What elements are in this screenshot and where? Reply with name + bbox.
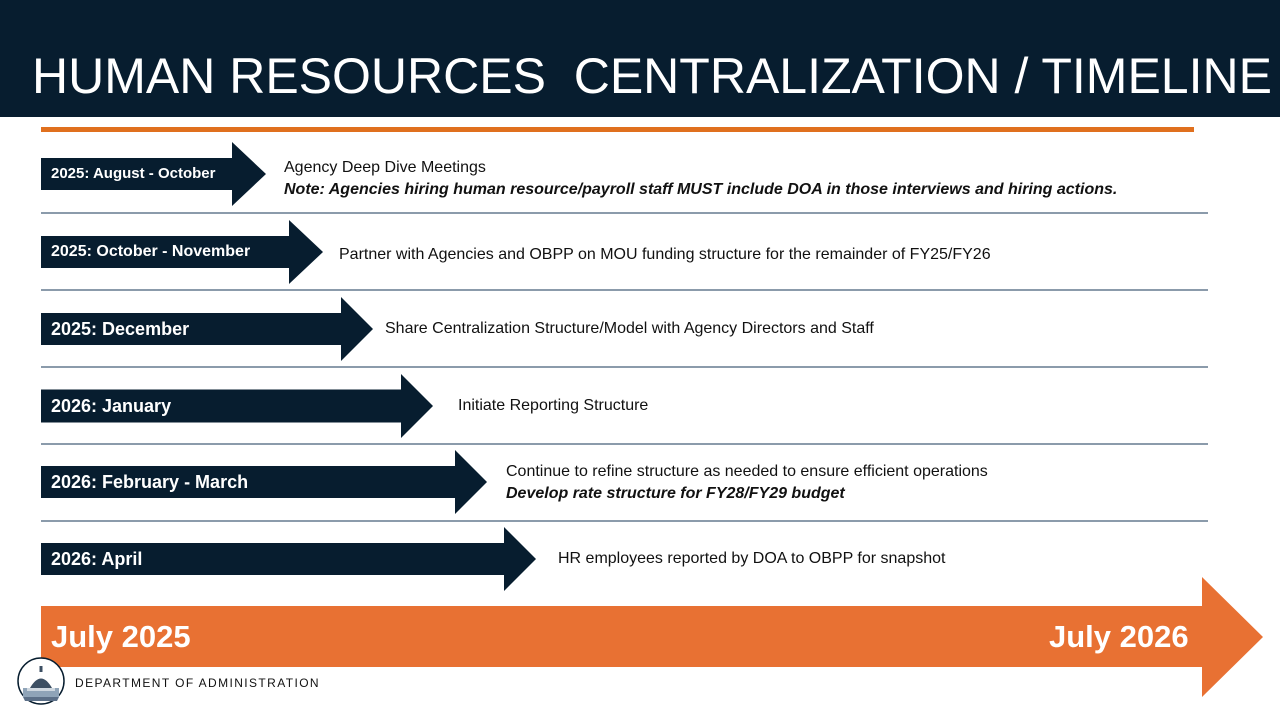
- page-title: HUMAN RESOURCES CENTRALIZATION / TIMELIN…: [32, 48, 1272, 104]
- milestone-period: 2026: April: [51, 548, 143, 569]
- timeline-end-label: July 2026: [1049, 619, 1189, 654]
- milestone-description: Agency Deep Dive Meetings: [284, 159, 486, 176]
- milestone-description-block: Partner with Agencies and OBPP on MOU fu…: [339, 244, 991, 266]
- milestone-description: Continue to refine structure as needed t…: [506, 463, 988, 480]
- milestone-period: 2026: February - March: [51, 471, 249, 492]
- milestone-arrow: 2025: December: [41, 297, 373, 361]
- row-divider: [41, 366, 1208, 368]
- row-divider: [41, 289, 1208, 291]
- row-divider: [41, 520, 1208, 522]
- milestone-description-block: Initiate Reporting Structure: [458, 395, 648, 417]
- milestone-arrow: 2026: February - March: [41, 450, 487, 514]
- milestone-arrow: 2026: April: [41, 527, 536, 591]
- milestone-arrow: 2025: October - November: [41, 220, 323, 284]
- timeline-arrow: [41, 577, 1263, 697]
- milestone-period: 2025: December: [51, 318, 190, 339]
- milestone-note: Develop rate structure for FY28/FY29 bud…: [506, 485, 845, 502]
- milestone-arrow: 2025: August - October: [41, 142, 266, 206]
- milestone-description-block: HR employees reported by DOA to OBPP for…: [558, 548, 945, 570]
- milestone-note: Note: Agencies hiring human resource/pay…: [284, 181, 1118, 198]
- milestone-period: 2026: January: [51, 395, 172, 416]
- row-divider: [41, 212, 1208, 214]
- milestone-description: Partner with Agencies and OBPP on MOU fu…: [339, 246, 991, 263]
- milestone-description-block: Continue to refine structure as needed t…: [506, 461, 988, 505]
- timeline-start-label: July 2025: [51, 619, 191, 654]
- department-name: DEPARTMENT OF ADMINISTRATION: [75, 676, 320, 690]
- accent-rule: [41, 127, 1194, 132]
- header-bar: HUMAN RESOURCES CENTRALIZATION / TIMELIN…: [0, 0, 1280, 117]
- milestone-period: 2025: October - November: [51, 243, 251, 261]
- milestone-description: Share Centralization Structure/Model wit…: [385, 320, 874, 337]
- milestone-arrow: 2026: January: [41, 374, 433, 438]
- milestone-period: 2025: August - October: [51, 164, 216, 182]
- row-divider: [41, 443, 1208, 445]
- milestone-description: HR employees reported by DOA to OBPP for…: [558, 550, 946, 567]
- milestone-description-block: Share Centralization Structure/Model wit…: [385, 318, 874, 340]
- capitol-dome-icon: [17, 657, 65, 710]
- milestone-description: Initiate Reporting Structure: [458, 397, 649, 414]
